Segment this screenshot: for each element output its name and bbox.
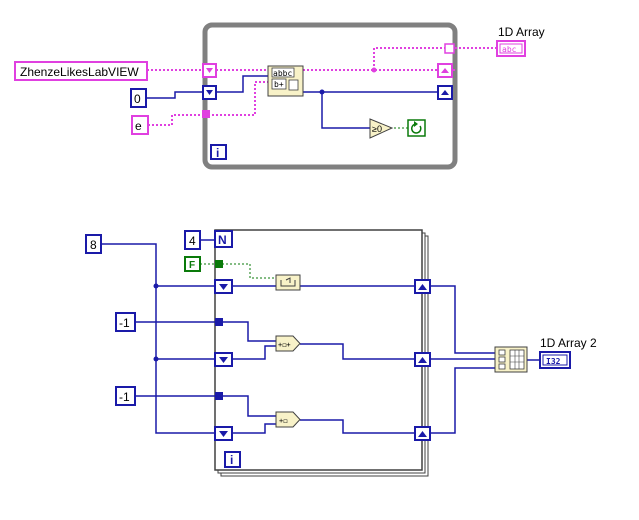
compare-label: ≥0 [372,124,382,134]
greater-equal-zero-icon[interactable]: ≥0 [369,118,394,139]
down-arrow-icon [219,431,228,437]
tunnel-char[interactable] [202,110,210,118]
bool-constant-text: F [189,260,195,271]
count-constant-text: 4 [189,234,196,248]
shift-register-right-2[interactable] [414,352,431,367]
input-string-control[interactable]: ZhenzeLikesLabVIEW [14,61,148,81]
int-wire [146,75,438,129]
count-constant[interactable]: 4 [184,230,201,250]
neg-one-text-b: -1 [119,390,130,404]
down-arrow-icon [206,90,213,95]
for-loop[interactable] [214,229,429,477]
down-arrow-icon [219,357,228,363]
output-label-bottom: 1D Array 2 [540,336,597,350]
shift-register-right-int[interactable] [437,85,453,100]
svg-text:+◻+: +◻+ [278,341,291,349]
up-arrow-icon [441,90,449,95]
up-arrow-icon [441,68,449,73]
up-arrow-icon [418,431,427,437]
string-search-node-icon[interactable]: abbc b+ [267,65,304,97]
svg-text:abbc: abbc [273,69,292,78]
bool-constant[interactable]: F [184,256,201,272]
while-loop[interactable] [202,22,458,170]
indexing-tunnel[interactable] [444,43,455,54]
neg-one-text-a: -1 [119,316,130,330]
down-arrow-icon [206,68,213,73]
neg-one-constant-b[interactable]: -1 [115,386,136,406]
output-indicator-top[interactable]: abc [496,40,526,57]
shift-register-right-1[interactable] [414,279,431,294]
iteration-label-bottom: i [230,453,233,467]
output-indicator-bottom[interactable]: I32 [539,351,571,369]
shift-register-left-2[interactable] [214,352,233,367]
up-arrow-icon [418,284,427,290]
svg-text:b+: b+ [274,80,284,89]
char-constant[interactable]: e [131,115,149,135]
shift-register-left-3[interactable] [214,426,233,441]
output-type-top: abc [502,45,517,54]
start-index-constant[interactable]: 0 [130,88,147,108]
output-type-bottom: I32 [546,357,561,366]
increment-node-icon[interactable]: +◻+ [275,335,301,352]
tunnel-neg-one-b[interactable] [215,392,223,400]
iteration-terminal-top[interactable]: i [210,144,227,160]
stop-condition-icon[interactable] [407,119,426,137]
tunnel-neg-one-a[interactable] [215,318,223,326]
shift-register-right-string[interactable] [437,63,453,78]
count-terminal[interactable]: N [214,230,233,248]
shift-register-left-int[interactable] [202,85,217,100]
start-index-text: 0 [134,92,141,106]
shift-register-right-3[interactable] [414,426,431,441]
shift-register-left-1[interactable] [214,279,233,294]
char-constant-text: e [135,119,142,133]
build-array-icon[interactable] [494,346,528,373]
select-node-icon[interactable] [275,274,301,291]
svg-text:+◻: +◻ [279,417,287,425]
input-string-text: ZhenzeLikesLabVIEW [20,65,139,79]
bool-wire [200,263,276,279]
n-constant-text: 8 [90,238,97,252]
up-arrow-icon [418,357,427,363]
int-wire-junction [319,89,325,95]
string-wire [147,47,497,126]
down-arrow-icon [219,284,228,290]
iteration-terminal-bottom[interactable]: i [224,451,241,468]
output-label-top: 1D Array [498,25,545,39]
n-constant[interactable]: 8 [85,234,102,254]
neg-one-constant-a[interactable]: -1 [115,312,136,332]
string-wire-junction [371,67,377,73]
tunnel-bool[interactable] [215,260,223,268]
int-wire [100,239,540,434]
increment-node-icon[interactable]: +◻ [275,411,301,428]
count-terminal-label: N [218,233,227,247]
iteration-label-top: i [216,146,219,160]
junctions [153,283,159,362]
shift-register-left-string[interactable] [202,63,217,78]
